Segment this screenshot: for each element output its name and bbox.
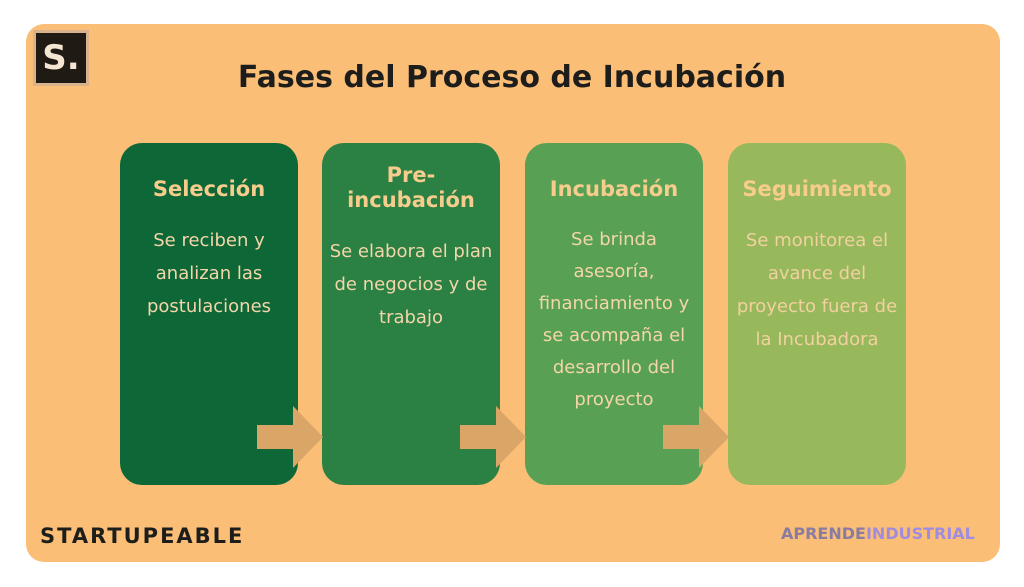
phase-title: Incubación — [549, 177, 679, 201]
phase-title: Seguimiento — [742, 177, 892, 201]
phase-title: Selección — [152, 177, 266, 201]
footer-brand-aprende-industrial: APRENDEINDUSTRIAL — [781, 524, 975, 543]
footer-brand-startupeable: STARTUPEABLE — [40, 524, 245, 548]
phase-description: Se elabora el plan de negocios y de trab… — [329, 241, 493, 328]
arrow-right-icon — [257, 406, 323, 468]
arrow-right-icon — [663, 406, 729, 468]
diagram-title: Fases del Proceso de Incubación — [237, 60, 787, 95]
phase-title: Pre-incubación — [347, 163, 475, 212]
phase-description: Se monitorea el avance del proyecto fuer… — [736, 230, 898, 350]
logo: S. — [33, 30, 89, 86]
footer-brand-part: INDUSTRIAL — [865, 524, 975, 543]
phase-description: Se brinda asesoría, financiamiento y se … — [538, 229, 690, 410]
phase-description: Se reciben y analizan las postulaciones — [146, 230, 272, 317]
arrow-right-icon — [460, 406, 526, 468]
footer-brand-part: APRENDE — [781, 524, 866, 543]
phase-box-seguimiento: Seguimiento Se monitorea el avance del p… — [728, 143, 906, 485]
